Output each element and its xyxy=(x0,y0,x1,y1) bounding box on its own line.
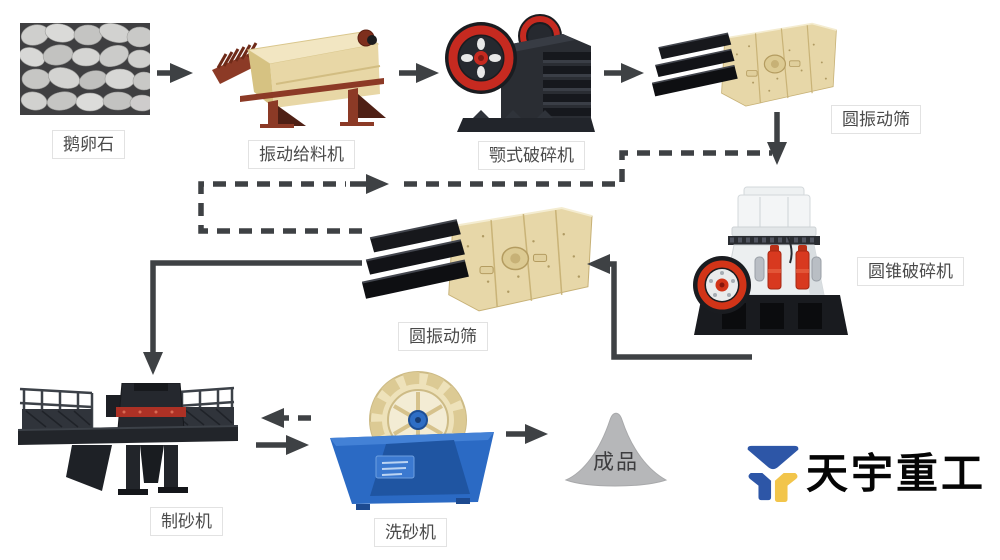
finished-product-label: 成品 xyxy=(593,451,639,474)
label-pebbles: 鹅卵石 xyxy=(52,130,125,160)
label-screen-1: 圆振动筛 xyxy=(831,105,921,135)
arrow-cone-to-screen2 xyxy=(587,254,752,360)
arrow-screen2-to-sandmaker xyxy=(143,260,362,375)
tianyu-logo-text: 天宇重工 xyxy=(806,449,987,498)
label-cone-crusher: 圆锥破碎机 xyxy=(857,257,964,287)
jaw-crusher-flywheel xyxy=(445,22,517,94)
sand-maker-image xyxy=(18,383,238,495)
cone-crusher-wheel xyxy=(693,256,751,314)
dashed-screen2-return-left xyxy=(198,181,362,234)
vibrating-feeder-image xyxy=(212,29,386,128)
label-sand-washer: 洗砂机 xyxy=(374,518,447,548)
label-vibrating-feeder: 振动给料机 xyxy=(248,140,355,170)
sand-washer-image xyxy=(330,371,494,510)
finished-product-pile xyxy=(564,412,668,487)
tianyu-logo-icon xyxy=(747,445,799,503)
pebbles-image xyxy=(20,23,150,115)
label-jaw-crusher: 颚式破碎机 xyxy=(478,141,585,171)
label-screen-2: 圆振动筛 xyxy=(398,322,488,352)
jaw-crusher-image xyxy=(445,14,595,132)
label-sand-maker: 制砂机 xyxy=(150,507,223,537)
cone-crusher-image xyxy=(693,186,848,335)
dashed-screen2-return-right xyxy=(404,150,772,187)
